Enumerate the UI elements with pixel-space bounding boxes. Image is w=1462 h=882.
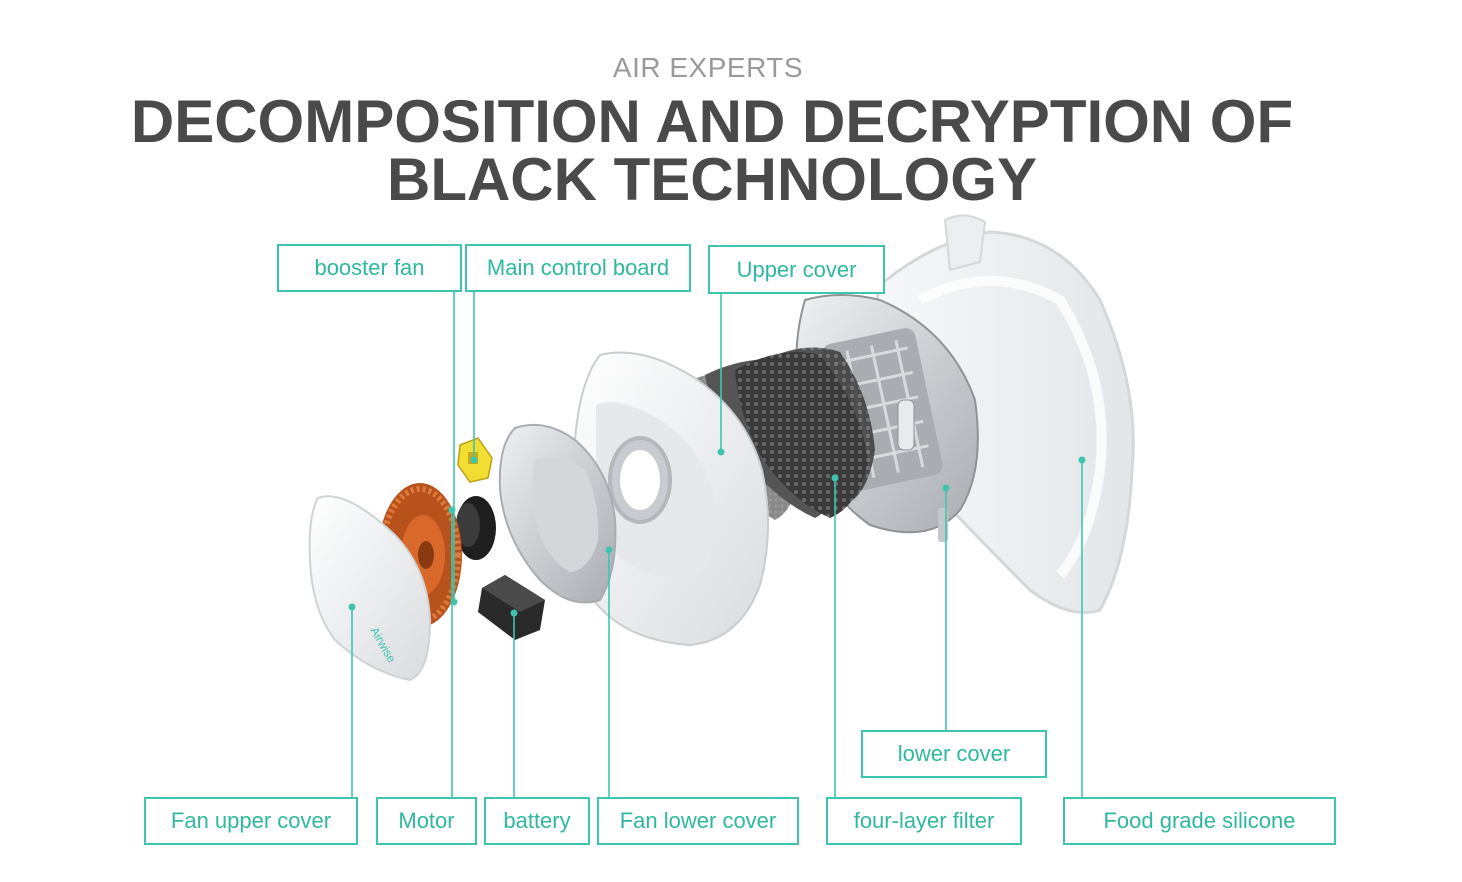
leader-dot-fan-lower-cover xyxy=(605,546,613,554)
leader-dot-motor xyxy=(448,506,456,514)
leader-dot-main-control-board xyxy=(470,456,478,464)
label-four-layer-filter: four-layer filter xyxy=(826,797,1022,845)
eyebrow-title: AIR EXPERTS xyxy=(612,52,804,83)
label-lower-cover: lower cover xyxy=(861,730,1047,778)
leader-dot-lower-cover xyxy=(942,484,950,492)
label-fan-upper-cover: Fan upper cover xyxy=(144,797,358,845)
leader-lines xyxy=(348,292,1086,797)
title-line-2: BLACK TECHNOLOGY xyxy=(387,146,1037,213)
leader-dot-upper-cover xyxy=(717,448,725,456)
label-booster-fan: booster fan xyxy=(277,244,462,292)
label-main-control-board: Main control board xyxy=(465,244,691,292)
page-title: DECOMPOSITION AND DECRYPTION OF BLACK TE… xyxy=(0,88,1424,213)
fan-lower-cover-part xyxy=(498,423,617,604)
fan-upper-cover-part xyxy=(308,495,432,682)
label-food-grade-silicone: Food grade silicone xyxy=(1063,797,1336,845)
battery-part xyxy=(478,575,545,640)
label-upper-cover: Upper cover xyxy=(708,245,885,294)
leader-dot-four-layer-filter xyxy=(831,474,839,482)
motor-part xyxy=(456,496,496,560)
leader-dot-food-grade-silicone xyxy=(1078,456,1086,464)
title-line-1: DECOMPOSITION AND DECRYPTION OF xyxy=(130,88,1294,155)
label-battery: battery xyxy=(484,797,590,845)
leader-dot-battery xyxy=(510,609,518,617)
label-fan-lower-cover: Fan lower cover xyxy=(597,797,799,845)
upper-cover-part xyxy=(573,351,770,647)
label-motor: Motor xyxy=(376,797,477,845)
leader-dot-fan-upper-cover xyxy=(348,603,356,611)
